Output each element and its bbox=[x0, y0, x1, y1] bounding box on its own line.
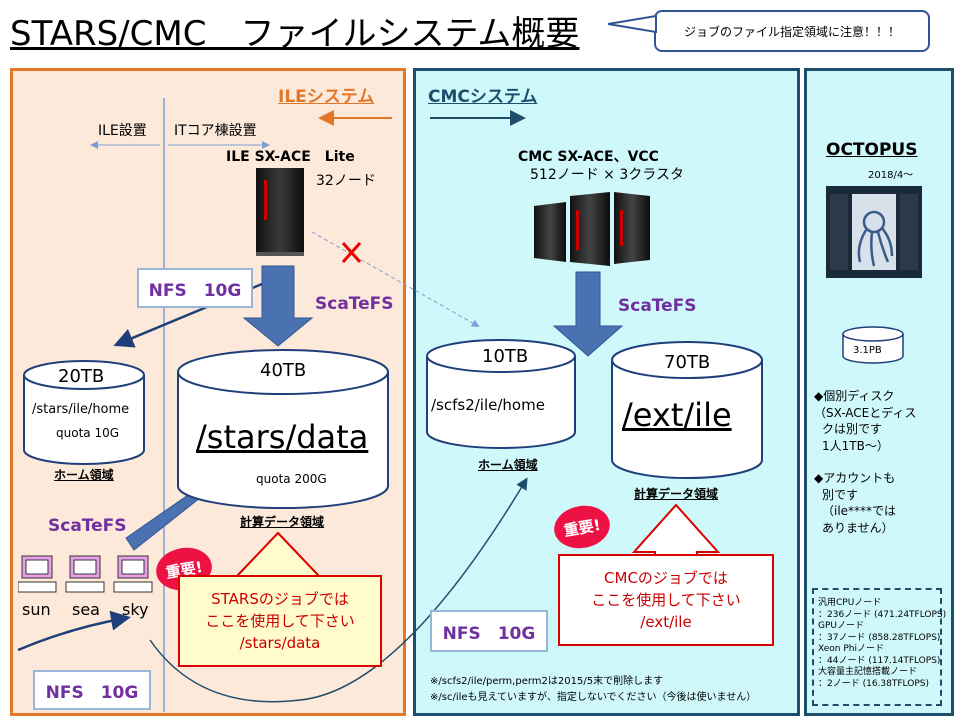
it-site-label: ITコア棟設置 bbox=[174, 123, 257, 139]
ext-ile-cylinder bbox=[611, 341, 763, 479]
dashed-link bbox=[311, 231, 480, 327]
stars-data-size: 40TB bbox=[260, 360, 307, 381]
cmc-home-cylinder bbox=[426, 339, 576, 449]
client-cmc-link bbox=[149, 477, 528, 703]
stars-data-cylinder bbox=[177, 349, 389, 509]
client-sky: sky bbox=[122, 600, 149, 619]
octopus-title: OCTOPUS bbox=[826, 140, 918, 160]
footnote-1: ※/scfs2/ile/perm,perm2は2015/5末で削除します bbox=[430, 676, 664, 687]
ile-system-title: ILEシステム bbox=[278, 87, 375, 107]
client-sun: sun bbox=[22, 600, 51, 619]
stars-data-caption: 計算データ領域 bbox=[240, 515, 325, 529]
cmc-scatefs-label: ScaTeFS bbox=[618, 296, 697, 316]
cmc-home-size: 10TB bbox=[482, 346, 529, 367]
octopus-disk-size: 3.1PB bbox=[853, 345, 882, 356]
ile-home-quota: quota 10G bbox=[56, 426, 120, 440]
prohibited-icon bbox=[341, 241, 362, 264]
ile-site-label: ILE設置 bbox=[98, 123, 147, 139]
cmc-home-path: /scfs2/ile/home bbox=[431, 396, 545, 414]
ext-caption: 計算データ領域 bbox=[634, 487, 719, 501]
client-sea: sea bbox=[72, 600, 100, 619]
cmc-scatefs-arrow bbox=[552, 271, 624, 357]
octopus-date: 2018/4〜 bbox=[868, 170, 914, 181]
ile-server-icon bbox=[256, 168, 304, 256]
ile-machine-nodes: 32ノード bbox=[316, 173, 376, 189]
nfs-label-bottom: NFS 10G bbox=[33, 670, 151, 710]
nfs-label-top: NFS 10G bbox=[137, 268, 253, 308]
ile-usage-note: STARSのジョブでは ここを使用して下さい /stars/data bbox=[178, 575, 382, 667]
cmc-nfs-label: NFS 10G bbox=[430, 610, 548, 652]
ile-scatefs-label: ScaTeFS bbox=[315, 294, 394, 314]
footnote-2: ※/sc/ileも見えていますが、指定しないでください（今後は使いません） bbox=[430, 692, 757, 703]
cmc-machine-name: CMC SX-ACE、VCC bbox=[518, 149, 659, 165]
callout-pointer-icon bbox=[607, 14, 657, 34]
stars-data-path: /stars/data bbox=[196, 418, 369, 456]
client-pcs-icon bbox=[18, 555, 153, 593]
octopus-panel bbox=[804, 68, 954, 716]
cmc-server-icon bbox=[534, 192, 650, 266]
ile-machine-name: ILE SX-ACE Lite bbox=[226, 149, 355, 165]
cmc-usage-note: CMCのジョブでは ここを使用して下さい /ext/ile bbox=[558, 554, 774, 646]
octopus-disk-cylinder bbox=[842, 326, 904, 364]
cmc-machine-nodes: 512ノード × 3クラスタ bbox=[530, 167, 684, 183]
warning-callout-text: ジョブのファイル指定領域に注意！！！ bbox=[683, 24, 900, 39]
cmc-system-title: CMCシステム bbox=[428, 87, 538, 107]
octopus-machine-image bbox=[826, 186, 922, 278]
ext-size: 70TB bbox=[664, 352, 711, 373]
ile-home-cylinder bbox=[23, 360, 145, 465]
warning-callout: ジョブのファイル指定領域に注意！！！ bbox=[654, 10, 930, 52]
octopus-spec-box: 汎用CPUノード ：236ノード (471.24TFLOPS) GPUノード ：… bbox=[812, 588, 946, 706]
page-title: STARS/CMC ファイルシステム概要 bbox=[10, 14, 580, 54]
ile-home-size: 20TB bbox=[58, 366, 105, 387]
stars-data-quota: quota 200G bbox=[256, 472, 327, 486]
ile-home-caption: ホーム領域 bbox=[54, 468, 114, 482]
client-link-arrow bbox=[17, 610, 131, 652]
ext-path: /ext/ile bbox=[622, 396, 732, 434]
ile-home-path: /stars/ile/home bbox=[32, 402, 130, 417]
client-scatefs-label: ScaTeFS bbox=[48, 516, 127, 536]
cmc-home-caption: ホーム領域 bbox=[478, 458, 538, 472]
octopus-notes: ◆個別ディスク （SX-ACEとディス クは別です 1人1TB〜） ◆アカウント… bbox=[814, 389, 917, 535]
ile-scatefs-arrow bbox=[242, 265, 314, 347]
